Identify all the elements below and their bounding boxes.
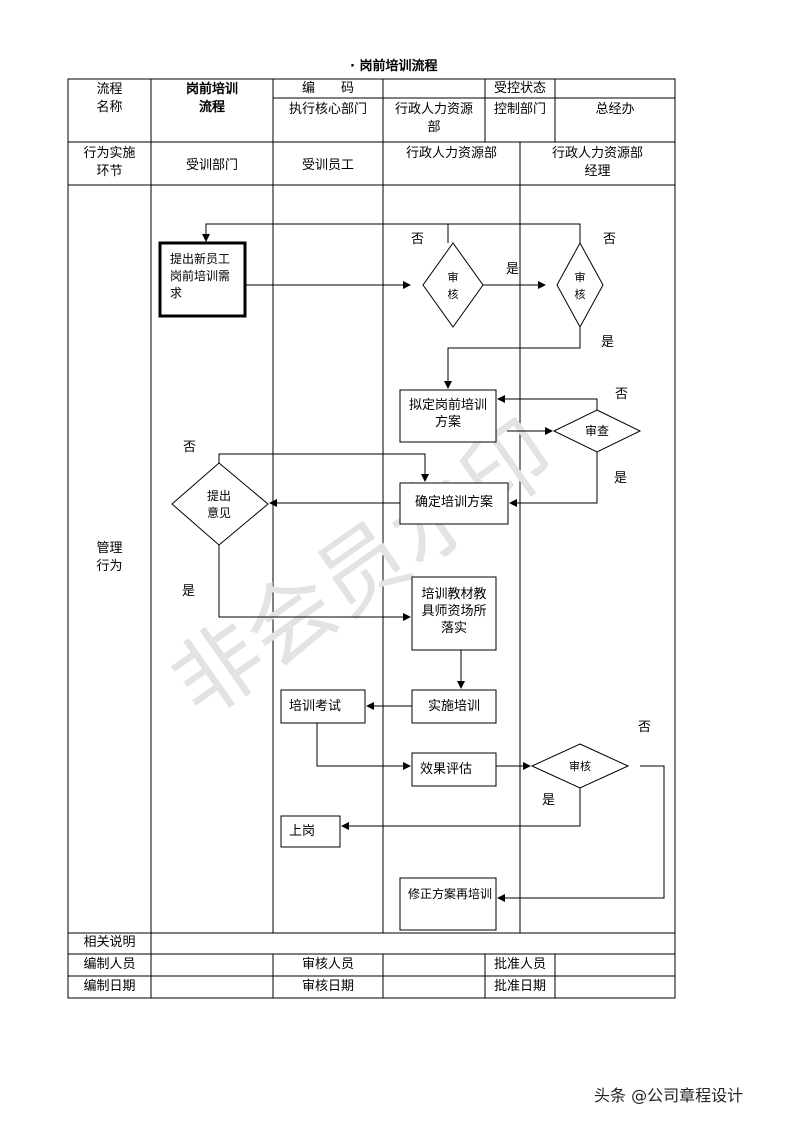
review1-text: 审 核 <box>447 271 459 301</box>
exec-dept-value: 行政人力资源 部 <box>394 102 473 135</box>
prepare-text: 培训教材教具师资场所落实 <box>421 587 487 636</box>
opinion-text: 提出 意见 <box>206 489 231 520</box>
review1-diamond <box>422 242 484 328</box>
request-text: 提出新员工岗前培训需求 <box>170 252 231 300</box>
examine-text: 审查 <box>584 424 609 438</box>
lane-3-header: 行政人力资源部 <box>405 146 497 161</box>
review-date-label: 审核日期 <box>301 979 354 994</box>
evaluate-text: 效果评估 <box>419 762 472 777</box>
lane-1-header: 受训部门 <box>185 158 238 173</box>
prepare-box <box>411 576 497 651</box>
author-label: 编制人员 <box>83 957 136 972</box>
onboard-text: 上岗 <box>289 824 316 839</box>
watermark: 非会员水印 <box>153 400 573 737</box>
confirm-box <box>399 482 509 525</box>
onboard-box <box>280 815 341 848</box>
revise-box <box>399 877 497 931</box>
implement-text: 实施培训 <box>427 699 480 714</box>
review2-text: 审 核 <box>574 271 586 301</box>
label-no-3: 否 <box>615 387 629 402</box>
flow-connectors <box>202 223 665 902</box>
approver-label: 批准人员 <box>493 957 546 972</box>
exam-box <box>280 689 366 724</box>
exam-text: 培训考试 <box>289 699 342 714</box>
flow-shapes <box>158 241 642 931</box>
draft-box <box>399 389 497 443</box>
lane-2-header: 受训员工 <box>301 158 354 173</box>
evaluate-box <box>411 752 497 787</box>
label-yes-5: 是 <box>542 793 556 808</box>
reviewer-label: 审核人员 <box>301 957 354 972</box>
label-yes-1: 是 <box>506 262 520 277</box>
label-no-2: 否 <box>603 232 617 247</box>
lanes-row-label: 行为实施 环节 <box>83 146 136 179</box>
label-yes-3: 是 <box>614 471 628 486</box>
revise-text: 修正方案再培训 <box>408 887 493 901</box>
label-yes-2: 是 <box>601 335 615 350</box>
notes-label: 相关说明 <box>83 935 136 950</box>
author-date-label: 编制日期 <box>83 979 136 994</box>
lane-4-header: 行政人力资源部 经理 <box>551 146 643 179</box>
control-dept-value: 总经办 <box>595 102 635 117</box>
label-no-4: 否 <box>183 440 197 455</box>
implement-box <box>411 689 497 724</box>
status-label: 受控状态 <box>493 81 546 96</box>
label-no-5: 否 <box>638 720 652 735</box>
label-no-1: 否 <box>411 232 425 247</box>
body-row-label: 管理 行为 <box>96 541 123 574</box>
process-name-value: 岗前培训 流程 <box>185 82 238 115</box>
request-box <box>158 241 247 318</box>
confirm-text: 确定培训方案 <box>414 495 493 510</box>
draft-text: 拟定岗前培训方案 <box>408 398 487 430</box>
control-dept-label: 控制部门 <box>493 102 546 117</box>
label-yes-4: 是 <box>182 584 196 599</box>
brand-label: 头条 @公司章程设计 <box>594 1086 744 1105</box>
process-name-label: 流程 名称 <box>96 82 123 115</box>
page-title: · 岗前培训流程 <box>350 59 438 74</box>
table-grid <box>67 78 676 999</box>
approve-date-label: 批准日期 <box>493 979 546 994</box>
review3-text: 审核 <box>569 760 591 773</box>
exec-dept-label: 执行核心部门 <box>288 102 367 117</box>
code-label: 编 码 <box>301 81 354 96</box>
